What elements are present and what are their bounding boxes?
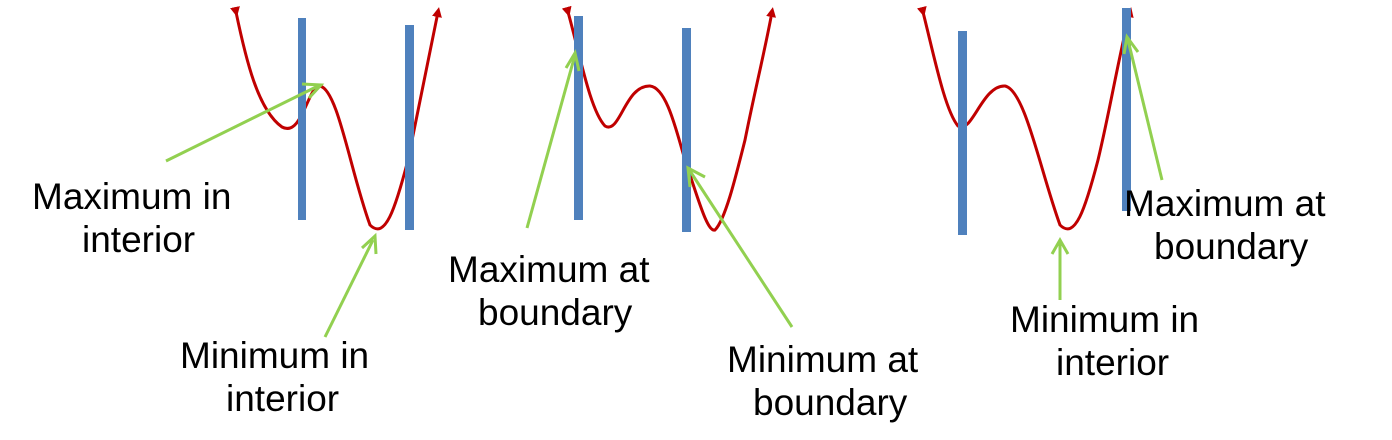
pointer-min-2 — [688, 170, 794, 328]
label-line: Minimum in — [180, 335, 370, 376]
label-line: Maximum at — [1124, 183, 1326, 224]
right-boundary-1 — [405, 25, 414, 230]
pointer-max-3-head — [1122, 33, 1140, 55]
pointer-max-1 — [165, 84, 319, 163]
label-line: interior — [226, 378, 340, 419]
pointer-max-1-head — [301, 82, 325, 100]
curve-3 — [916, 5, 1134, 231]
label-line: Maximum in — [32, 176, 232, 217]
label-max-interior-1: Maximum in interior — [32, 175, 231, 261]
label-line: Maximum at — [448, 249, 650, 290]
label-line: boundary — [478, 292, 633, 333]
label-min-interior-1: Minimum in interior — [180, 334, 369, 420]
pointer-min-3-head — [1050, 236, 1070, 255]
pointer-min-2-head — [686, 165, 706, 188]
label-max-boundary-3: Maximum at boundary — [1124, 182, 1325, 268]
label-line: boundary — [1154, 226, 1309, 267]
panel-3 — [916, 5, 1164, 300]
label-line: interior — [82, 219, 196, 260]
pointer-min-1-head — [360, 232, 378, 255]
curve-2 — [561, 5, 777, 232]
panel-1 — [165, 6, 442, 338]
label-max-boundary-2: Maximum at boundary — [448, 248, 649, 334]
label-min-interior-3: Minimum in interior — [1010, 298, 1199, 384]
right-boundary-2 — [682, 28, 691, 232]
pointer-max-3 — [1126, 39, 1164, 181]
label-line: interior — [1056, 342, 1170, 383]
left-boundary-1 — [298, 18, 306, 220]
label-line: Minimum in — [1010, 299, 1200, 340]
pointer-max-2-head — [564, 49, 581, 72]
left-boundary-2 — [574, 16, 583, 220]
right-boundary-3 — [1122, 8, 1131, 211]
label-line: boundary — [753, 382, 908, 423]
label-line: Minimum at — [727, 339, 919, 380]
panel-2 — [525, 5, 794, 328]
pointer-min-1 — [323, 239, 375, 338]
pointer-max-2 — [525, 54, 577, 229]
left-boundary-3 — [958, 31, 967, 235]
label-min-boundary-2: Minimum at boundary — [727, 338, 918, 424]
